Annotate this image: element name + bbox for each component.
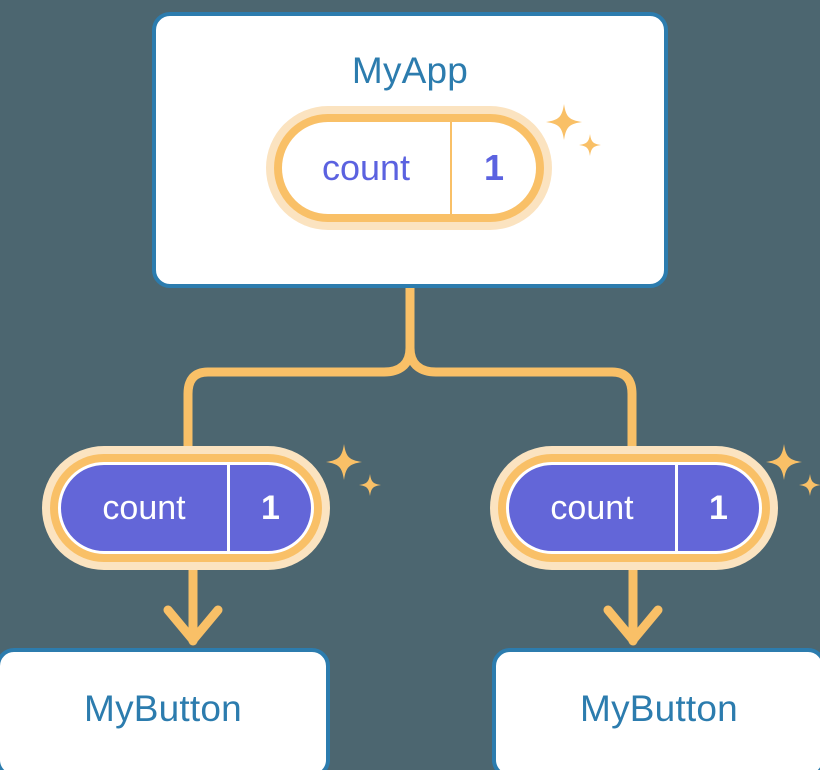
pill-ring: count 1 bbox=[498, 454, 770, 562]
sparkle-icon bbox=[326, 444, 362, 480]
state-pill-myapp[interactable]: count 1 bbox=[266, 106, 552, 230]
arrow-down-icon-right-head bbox=[603, 605, 663, 645]
pill-body: count 1 bbox=[506, 462, 762, 554]
arrow-down-icon-left-head bbox=[163, 605, 223, 645]
state-pill-right[interactable]: count 1 bbox=[490, 446, 778, 570]
state-pill-left[interactable]: count 1 bbox=[42, 446, 330, 570]
state-key-label: count bbox=[321, 147, 411, 188]
state-key-label: count bbox=[102, 488, 186, 527]
pill-halo: count 1 bbox=[266, 106, 552, 230]
state-key-label: count bbox=[550, 488, 634, 527]
pill-body: count 1 bbox=[58, 462, 314, 554]
pill-ring: count 1 bbox=[50, 454, 322, 562]
pill-body: count 1 bbox=[282, 122, 536, 214]
component-title: MyButton bbox=[84, 688, 242, 729]
component-card-mybutton-right[interactable]: MyButton bbox=[492, 648, 820, 770]
component-card-mybutton-left[interactable]: MyButton bbox=[0, 648, 330, 770]
page-title: MyApp bbox=[351, 50, 469, 91]
state-value-label: 1 bbox=[227, 465, 311, 551]
pill-halo: count 1 bbox=[490, 446, 778, 570]
component-title: MyButton bbox=[580, 688, 738, 729]
pill-ring: count 1 bbox=[274, 114, 544, 222]
sparkle-small-icon bbox=[799, 474, 820, 496]
pill-halo: count 1 bbox=[42, 446, 330, 570]
connector-left-branch bbox=[183, 283, 415, 457]
connector-right-branch bbox=[405, 343, 637, 457]
state-value-label: 1 bbox=[450, 122, 536, 214]
state-value-label: 1 bbox=[675, 465, 759, 551]
sparkle-small-icon bbox=[359, 474, 381, 496]
